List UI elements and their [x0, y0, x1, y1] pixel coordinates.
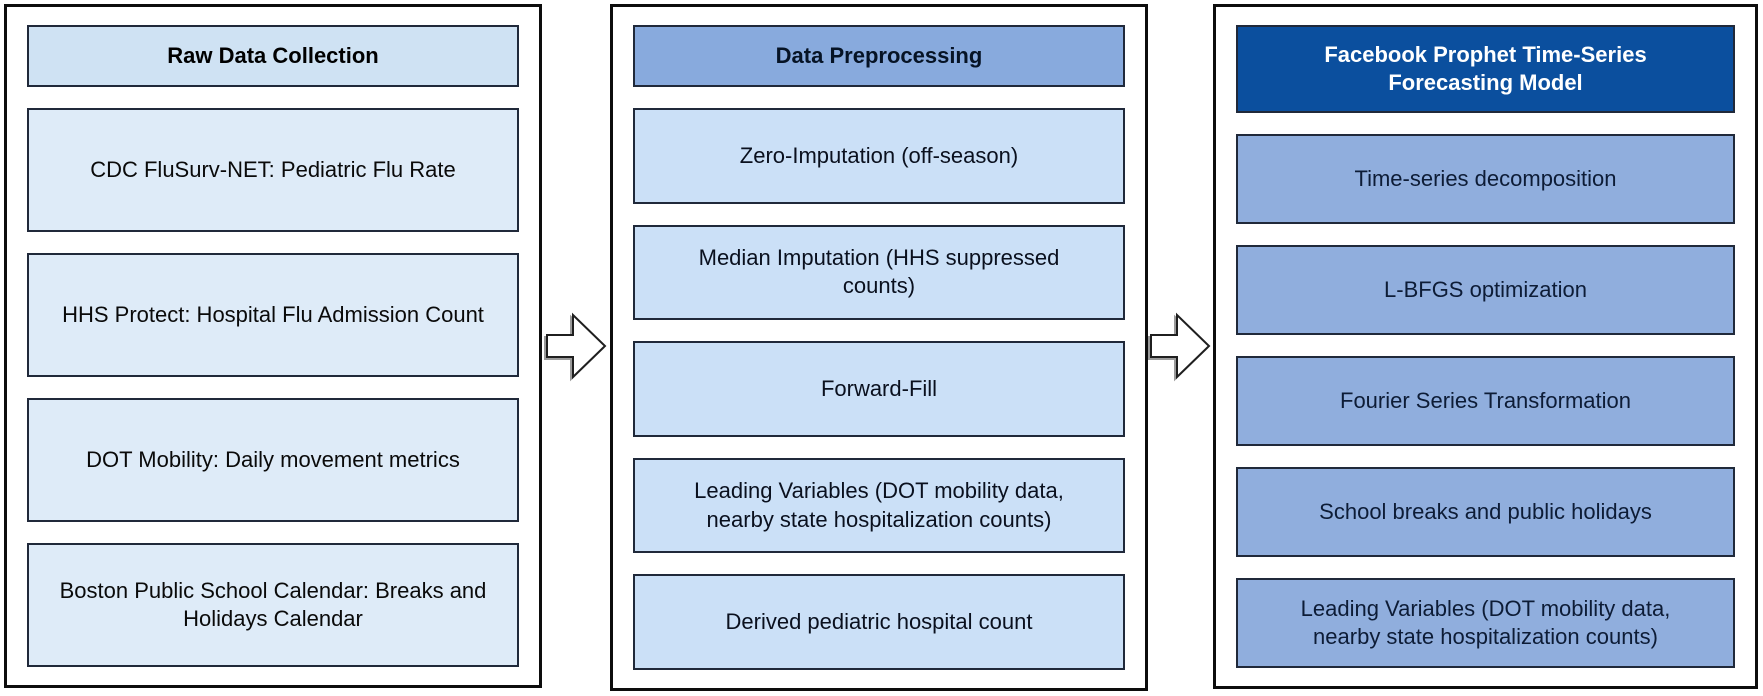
box-median-imputation: Median Imputation (HHS suppressed counts…	[633, 224, 1125, 321]
box-zero-imputation: Zero-Imputation (off-season)	[633, 108, 1125, 204]
box-school-breaks-holidays: School breaks and public holidays	[1236, 467, 1735, 557]
box-boston-school-calendar: Boston Public School Calendar: Breaks an…	[27, 543, 519, 667]
box-leading-variables: Leading Variables (DOT mobility data, ne…	[1236, 578, 1735, 668]
header-data-preprocessing: Data Preprocessing	[633, 25, 1125, 87]
box-cdc-flusurv-net: CDC FluSurv-NET: Pediatric Flu Rate	[27, 108, 519, 232]
panel-prophet-forecasting-model: Facebook Prophet Time-Series Forecasting…	[1213, 4, 1758, 689]
box-leading-variables: Leading Variables (DOT mobility data, ne…	[633, 457, 1125, 554]
panel-data-preprocessing: Data Preprocessing Zero-Imputation (off-…	[610, 4, 1148, 691]
header-raw-data-collection: Raw Data Collection	[27, 25, 519, 87]
box-lbfgs-optimization: L-BFGS optimization	[1236, 245, 1735, 335]
header-prophet-forecasting-model: Facebook Prophet Time-Series Forecasting…	[1236, 25, 1735, 113]
box-hhs-protect: HHS Protect: Hospital Flu Admission Coun…	[27, 253, 519, 377]
box-forward-fill: Forward-Fill	[633, 341, 1125, 437]
box-derived-pediatric-count: Derived pediatric hospital count	[633, 574, 1125, 670]
flow-arrow-icon	[546, 311, 608, 381]
panel-raw-data-collection: Raw Data Collection CDC FluSurv-NET: Ped…	[4, 4, 542, 688]
flow-arrow-icon	[1150, 311, 1212, 381]
box-fourier-series-transformation: Fourier Series Transformation	[1236, 356, 1735, 446]
box-time-series-decomposition: Time-series decomposition	[1236, 134, 1735, 224]
box-dot-mobility: DOT Mobility: Daily movement metrics	[27, 398, 519, 522]
